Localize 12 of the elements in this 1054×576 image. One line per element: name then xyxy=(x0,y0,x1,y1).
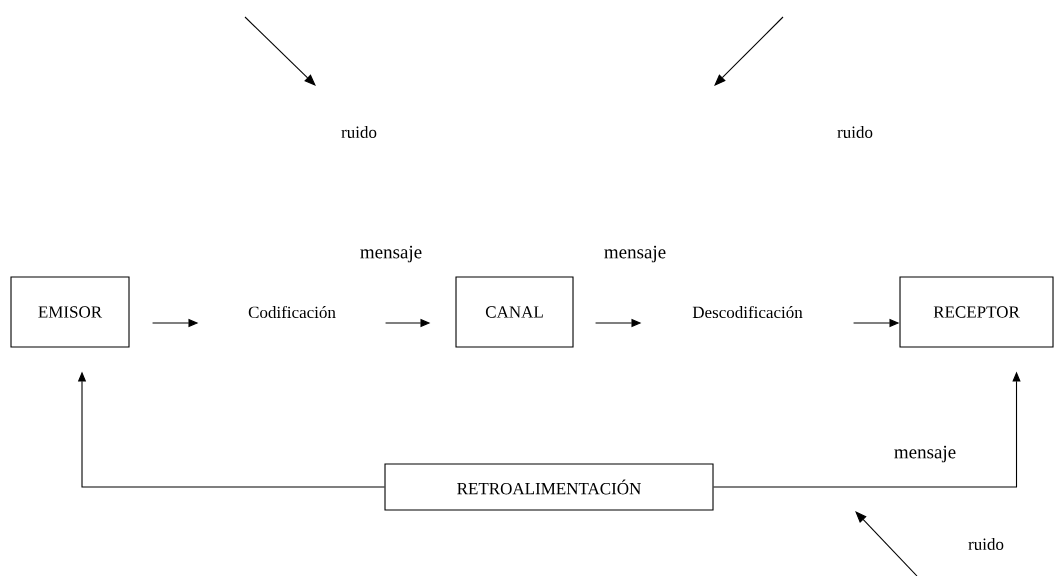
text-label: mensaje xyxy=(604,245,666,263)
text-label: ruido xyxy=(837,126,873,138)
process-box: RECEPTOR xyxy=(899,276,1054,348)
process-label: Codificación xyxy=(248,305,336,319)
text-label: mensaje xyxy=(894,445,956,463)
feedback-box: RETROALIMENTACIÓN xyxy=(384,463,714,511)
text-label: ruido xyxy=(968,538,1004,550)
process-label: Descodificación xyxy=(692,305,803,319)
process-box: CANAL xyxy=(455,276,574,348)
process-box: EMISOR xyxy=(10,276,130,348)
text-label: mensaje xyxy=(360,245,422,263)
text-label: ruido xyxy=(341,126,377,138)
